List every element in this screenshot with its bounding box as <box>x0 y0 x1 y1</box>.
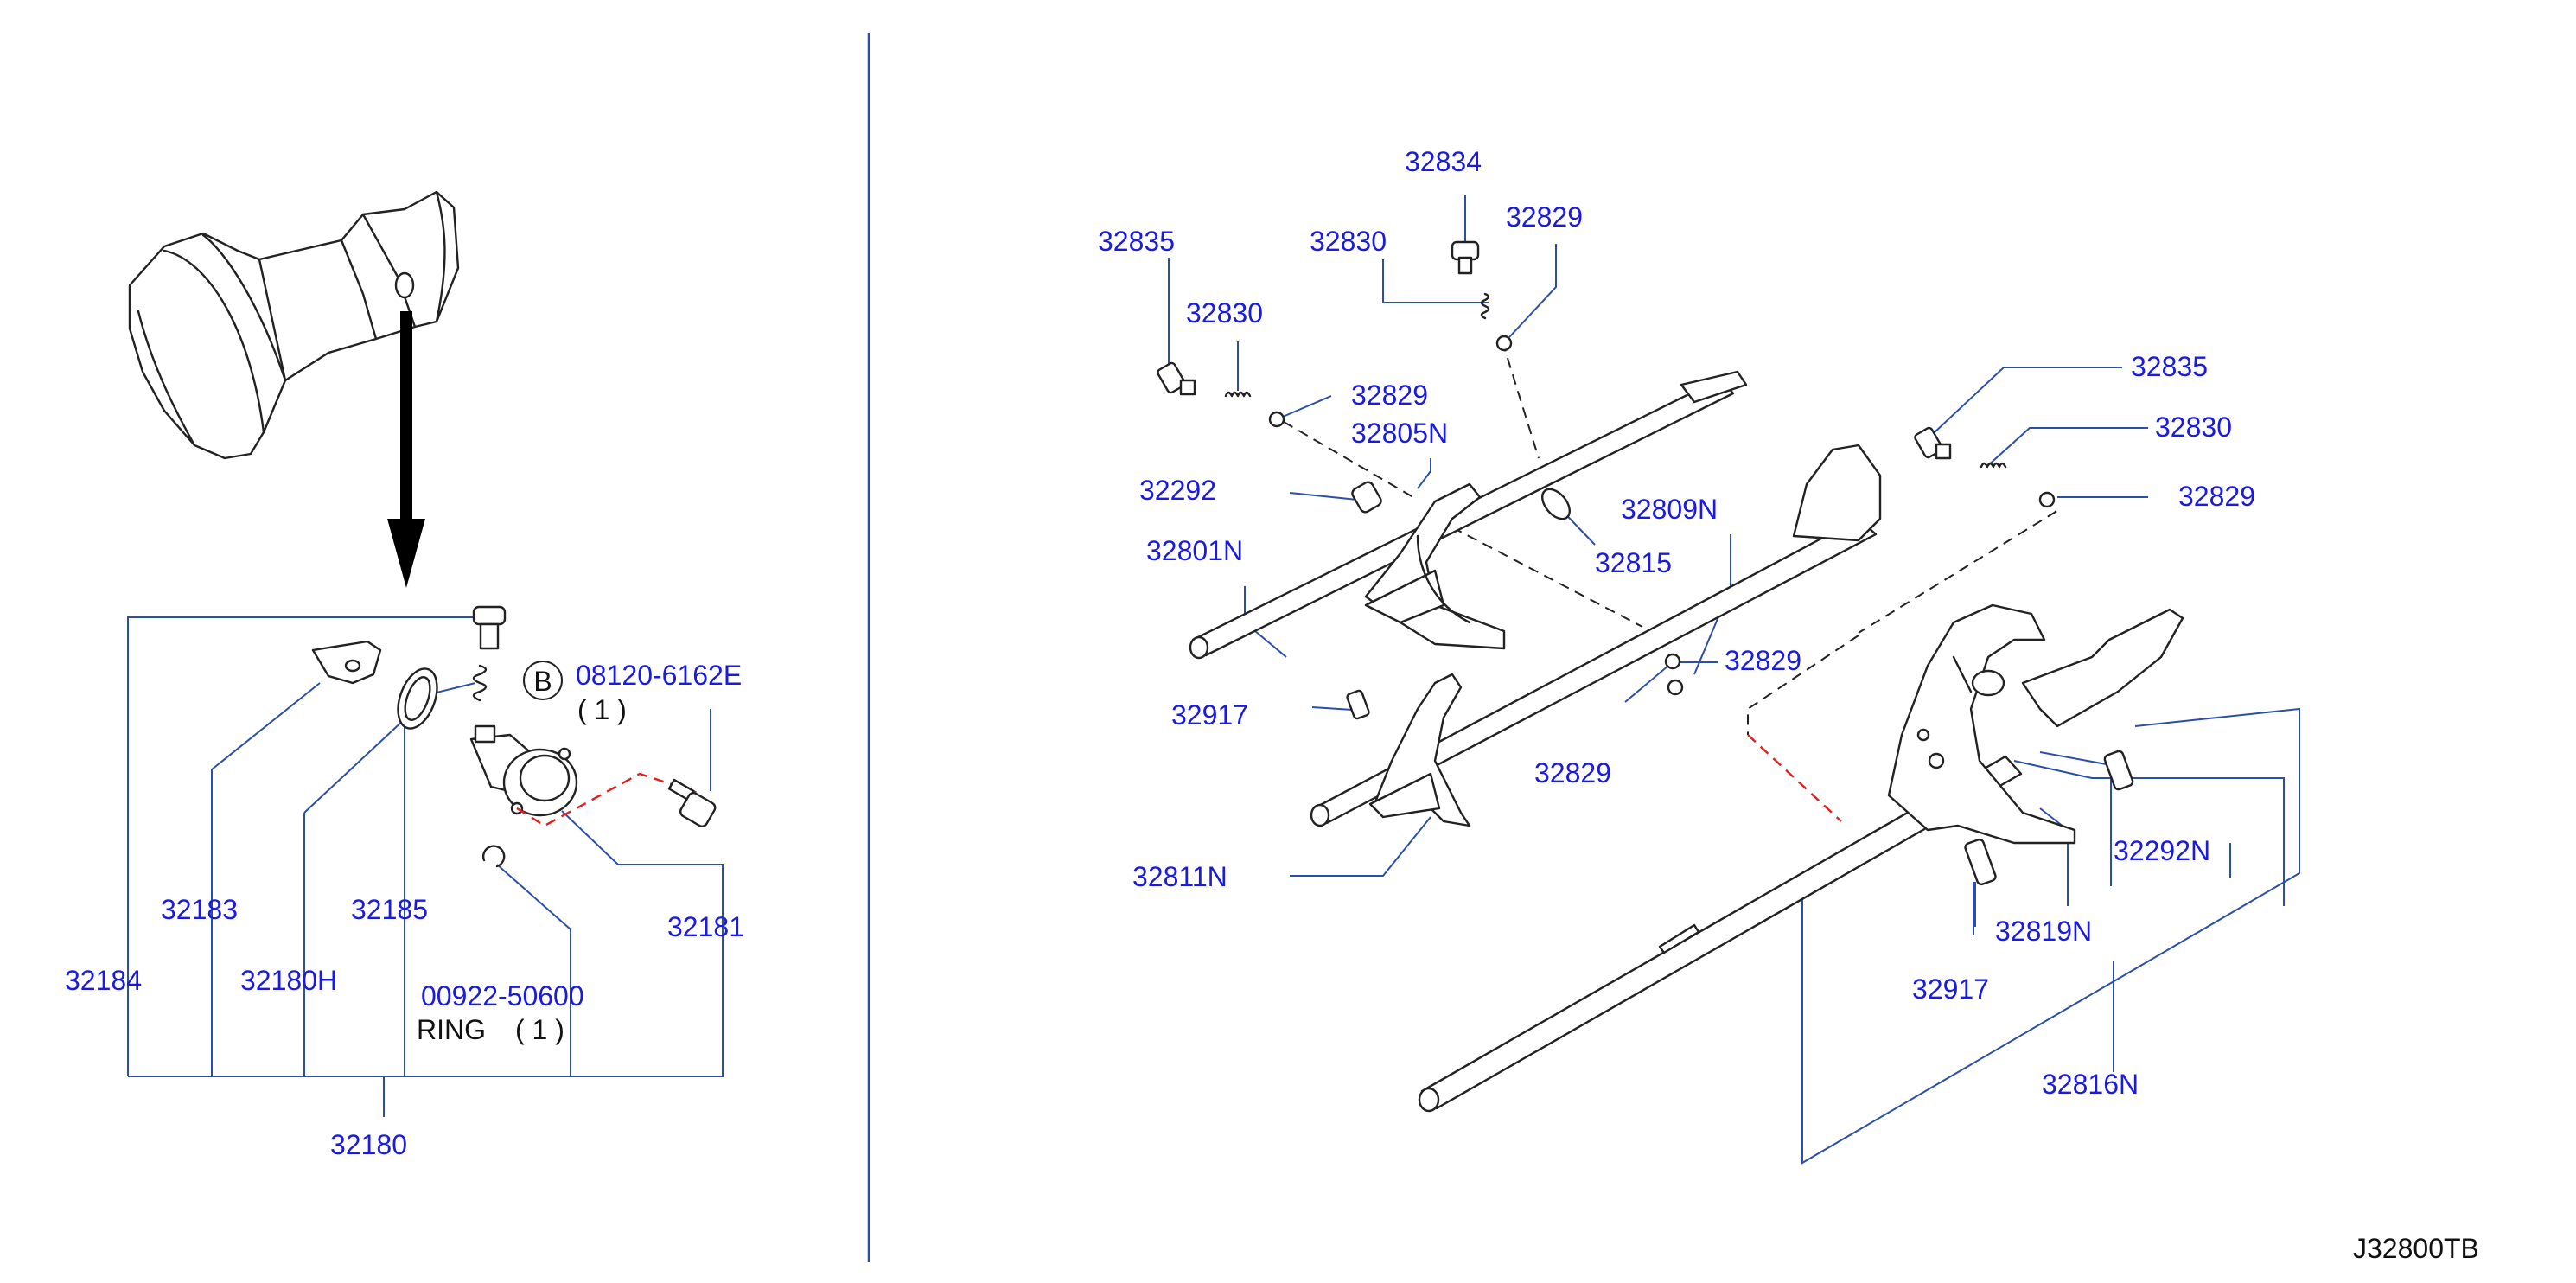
label-32801N: 32801N <box>1146 535 1243 566</box>
label-ring: RING <box>417 1014 486 1045</box>
label-32829-right: 32829 <box>2178 481 2255 512</box>
label-32829-mid: 32829 <box>1725 645 1801 676</box>
bolt-08120-shape <box>667 778 717 827</box>
right-small-parts <box>1157 240 2134 886</box>
part-32184-shape <box>472 605 507 650</box>
label-32917-left: 32917 <box>1171 699 1248 731</box>
label-32834: 32834 <box>1405 146 1482 177</box>
label-32292N: 32292N <box>2114 835 2210 866</box>
label-32815: 32815 <box>1595 547 1672 578</box>
shift-rail-32809N <box>1310 444 1882 827</box>
label-32181: 32181 <box>667 911 744 942</box>
shift-fork-32811N <box>1368 673 1471 827</box>
label-32180: 32180 <box>330 1129 407 1160</box>
label-32816N: 32816N <box>2042 1069 2139 1100</box>
label-32292: 32292 <box>1139 475 1216 506</box>
label-32805N: 32805N <box>1351 418 1448 449</box>
shift-fork-32805N <box>1364 482 1506 650</box>
label-32829-low: 32829 <box>1534 757 1611 788</box>
label-00922-50600: 00922-50600 <box>421 980 584 1012</box>
label-08120-6162E: 08120-6162E <box>576 660 742 691</box>
part-32181-shape <box>469 724 578 817</box>
bolt-badge: B <box>523 661 563 700</box>
label-32829-left: 32829 <box>1351 380 1428 411</box>
label-ring-qty: ( 1 ) <box>515 1014 564 1045</box>
part-32183-shape <box>311 640 382 685</box>
part-32180H-shape <box>397 667 438 730</box>
bolt-badge-letter: B <box>533 666 552 697</box>
left-bracket-lines <box>127 616 724 1117</box>
rail-assembly-path <box>1747 734 1842 822</box>
label-32917-right: 32917 <box>1912 973 1989 1005</box>
diagram-code: J32800TB <box>2353 1233 2479 1264</box>
label-32835-top: 32835 <box>1098 226 1175 257</box>
part-32185-shape <box>472 664 488 702</box>
label-32183: 32183 <box>161 894 238 925</box>
label-08120-qty: ( 1 ) <box>577 694 627 725</box>
label-32835-right: 32835 <box>2131 351 2208 382</box>
label-32829-top: 32829 <box>1506 201 1583 233</box>
bolt-assembly-path <box>516 772 701 827</box>
label-32180H: 32180H <box>240 965 337 996</box>
label-32811N: 32811N <box>1132 861 1227 892</box>
shift-rail-32816N <box>1418 755 2023 1113</box>
label-32819N: 32819N <box>1995 916 2092 947</box>
location-arrow <box>387 311 425 588</box>
label-32185: 32185 <box>351 894 428 925</box>
ring-shape <box>482 845 506 868</box>
transmission-housing <box>128 190 460 460</box>
label-32184: 32184 <box>65 965 142 996</box>
label-32830-right: 32830 <box>2155 412 2232 443</box>
shift-fork-32819N <box>1887 603 2184 845</box>
shift-rail-32801N <box>1189 370 1748 660</box>
right-leader-lines <box>1168 195 2300 1165</box>
label-32830-top: 32830 <box>1310 226 1387 257</box>
label-32830-left: 32830 <box>1186 297 1263 329</box>
label-32809N: 32809N <box>1621 494 1718 525</box>
